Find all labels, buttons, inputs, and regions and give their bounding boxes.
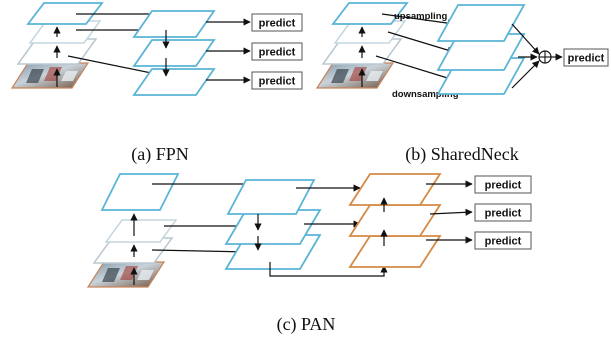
pan-predict-label-1: predict <box>485 180 522 192</box>
sharedneck-map-1 <box>436 4 526 42</box>
fpn-panel: predict predict predict (a) FPN <box>11 2 303 165</box>
pan-bottomup-lateral <box>269 262 388 277</box>
fpn-input-image-icon <box>11 62 89 89</box>
upsampling-label: upsampling <box>394 11 448 22</box>
fpn-predict-label-1: predict <box>259 18 296 30</box>
pan-bottomup-level-3 <box>348 235 442 268</box>
pan-predict-arrow-2 <box>429 208 473 216</box>
sharedneck-backbone-level-top <box>331 2 409 25</box>
sum-icon <box>538 50 552 64</box>
fpn-predict-box-1: predict <box>251 13 303 32</box>
sharedneck-fuse-arrow-1 <box>511 23 540 55</box>
fpn-output-level-3 <box>132 68 216 96</box>
pan-bottomup-level-2 <box>348 204 442 237</box>
pan-bottomup-level-1 <box>348 173 442 206</box>
fpn-output-level-1 <box>132 10 216 38</box>
pan-predict-box-1: predict <box>474 175 532 194</box>
fpn-predict-label-2: predict <box>259 47 296 59</box>
fpn-predict-box-2: predict <box>251 42 303 61</box>
fpn-backbone-level-top <box>26 2 104 25</box>
sharedneck-input-image-icon <box>316 62 394 89</box>
sharedneck-panel: upsampling downsampling predict (b) Shar… <box>316 2 609 165</box>
fpn-predict-label-3: predict <box>259 76 296 88</box>
pan-lateral-bottom <box>151 248 251 256</box>
pan-predict-label-2: predict <box>485 208 522 220</box>
pan-predict-box-2: predict <box>474 203 532 222</box>
sharedneck-downsampling-arrow <box>375 55 455 82</box>
sharedneck-fuse-arrow-3 <box>511 60 540 89</box>
fpn-caption: (a) FPN <box>131 144 189 165</box>
downsampling-label: downsampling <box>392 89 459 100</box>
pan-topdown-level-1 <box>226 179 316 215</box>
pan-predict-box-3: predict <box>474 231 532 250</box>
fpn-predict-box-3: predict <box>251 71 303 90</box>
sharedneck-upsampling-arrow <box>381 13 455 27</box>
pan-panel: predict predict predict (c) PAN <box>87 173 532 335</box>
pan-backbone-level-3 <box>104 219 178 243</box>
pan-caption: (c) PAN <box>277 314 336 335</box>
sharedneck-predict-label: predict <box>568 53 605 65</box>
sharedneck-predict-box: predict <box>563 48 609 67</box>
pan-backbone-level-top <box>100 173 180 211</box>
sharedneck-caption: (b) SharedNeck <box>405 144 518 165</box>
pan-predict-label-3: predict <box>485 236 522 248</box>
pan-input-image-icon <box>87 261 165 288</box>
sharedneck-lateral-arrow <box>387 31 455 54</box>
fpn-output-level-2 <box>132 39 216 67</box>
